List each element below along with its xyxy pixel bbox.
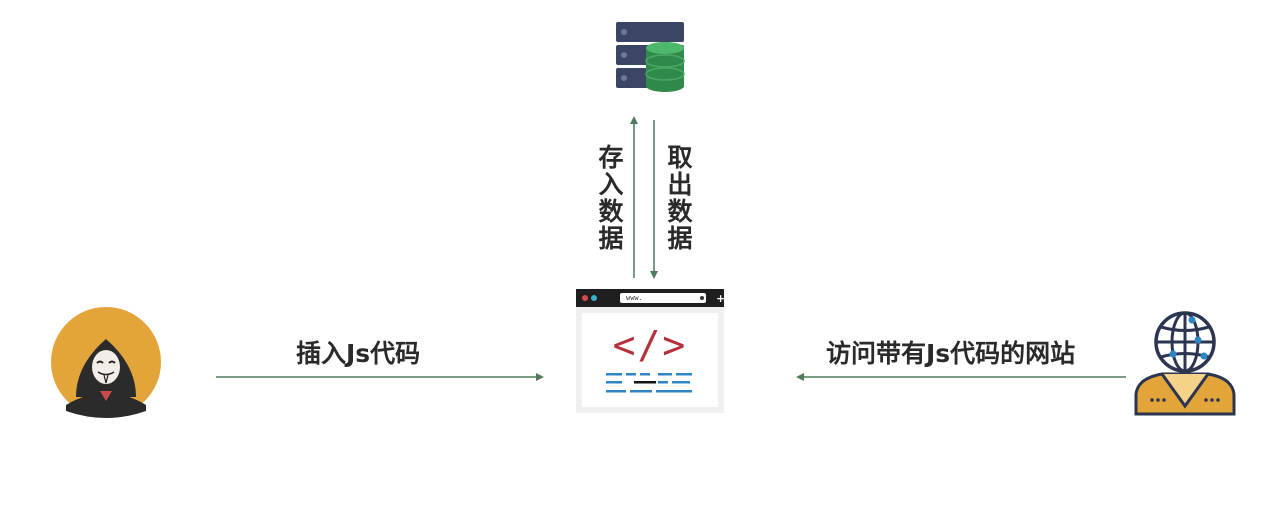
web-user-globe-icon: [1134, 311, 1236, 416]
browser-code-icon: +: [576, 289, 724, 413]
visit-arrow: [796, 373, 1126, 381]
code-symbol: </>: [612, 323, 688, 367]
database-server-icon: [616, 22, 685, 92]
insert-arrow: [216, 373, 544, 381]
fetch-arrow-down: [650, 120, 658, 279]
browser-url-text: www.: [626, 294, 643, 302]
fetch-data-label: 取出数据: [664, 144, 693, 252]
store-data-label: 存入数据: [595, 144, 624, 252]
hacker-mask-icon: [51, 307, 161, 418]
store-arrow-up: [630, 116, 638, 278]
visit-website-label: 访问带有Js代码的网站: [826, 339, 1076, 368]
svg-text:+: +: [716, 292, 724, 305]
website-browser-window: + www. </>: [576, 289, 724, 413]
insert-js-label: 插入Js代码: [296, 339, 421, 368]
